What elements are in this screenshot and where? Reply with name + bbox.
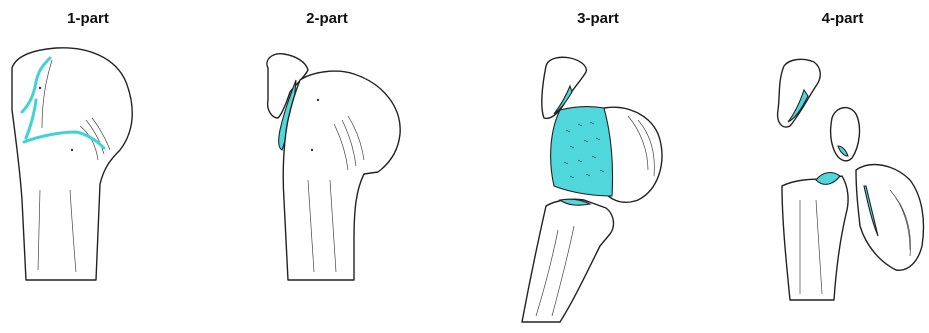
humerus-3-part-illustration xyxy=(508,0,698,333)
humerus-shaft-and-head xyxy=(12,48,132,280)
humerus-4-part-illustration xyxy=(760,0,929,333)
panel-2-part: 2-part xyxy=(238,0,428,333)
panel-4-part: 4-part xyxy=(760,0,929,333)
humeral-shaft xyxy=(522,199,613,322)
panel-1-part: 1-part xyxy=(0,0,170,333)
humeral-head-fragment xyxy=(856,165,924,271)
humerus-1-part-illustration xyxy=(0,0,170,333)
articular-fracture-surface xyxy=(551,107,613,196)
panel-3-part: 3-part xyxy=(508,0,698,333)
humerus-2-part-illustration xyxy=(238,0,428,333)
humeral-head-and-shaft xyxy=(283,71,400,280)
greater-tuberosity-fragment xyxy=(778,59,821,127)
humeral-shaft xyxy=(782,176,848,300)
